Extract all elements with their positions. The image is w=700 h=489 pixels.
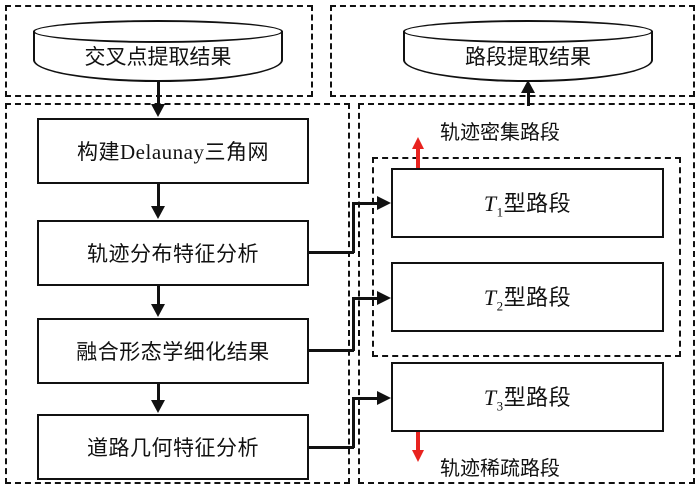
connector-morph-to-t2-h2 [352, 297, 380, 300]
process-label: 融合形态学细化结果 [76, 340, 270, 364]
cylinder-intersection-result[interactable]: 交叉点提取结果 [33, 20, 283, 82]
process-label: 构建Delaunay三角网 [77, 140, 269, 164]
process-box-t3-segment[interactable]: T3型路段 [391, 362, 664, 432]
connector-right-to-segment-line [527, 90, 530, 106]
cylinder-top-ellipse [403, 20, 653, 43]
group-dense-segments [372, 157, 681, 357]
t-symbol: T [483, 190, 497, 216]
cylinder-label: 交叉点提取结果 [84, 45, 232, 69]
connector-traj-to-t1-arrow [377, 196, 391, 210]
connector-geom-to-t3-h2 [352, 397, 380, 400]
process-label: 道路几何特征分析 [87, 436, 259, 460]
connector-right-to-segment-arrow [521, 80, 535, 93]
connector-delaunay-to-traj-line [157, 184, 160, 208]
connector-morph-to-t2-v [352, 297, 355, 351]
connector-delaunay-to-traj-arrow [151, 206, 165, 219]
t-subscript: 1 [496, 204, 504, 220]
process-box-build-delaunay[interactable]: 构建Delaunay三角网 [37, 118, 309, 184]
connector-traj-to-morph-arrow [151, 304, 165, 317]
cylinder-top-ellipse [33, 20, 283, 43]
process-box-road-geometry[interactable]: 道路几何特征分析 [37, 414, 309, 480]
connector-morph-to-geom-line [157, 384, 160, 402]
t-symbol: T [483, 284, 497, 310]
connector-geom-to-t3-arrow [377, 391, 391, 405]
connector-traj-to-t1-h2 [352, 202, 380, 205]
t-suffix: 型路段 [503, 384, 572, 410]
connector-source-to-delaunay-line [157, 82, 160, 107]
process-label: 轨迹分布特征分析 [87, 242, 259, 266]
connector-morph-to-t2-h1 [309, 349, 354, 352]
red-down-arrow-head-icon [412, 450, 424, 462]
process-box-trajectory-distribution[interactable]: 轨迹分布特征分析 [37, 220, 309, 286]
red-down-arrow-stem [416, 432, 420, 452]
group-left-pipeline [5, 103, 350, 484]
cylinder-segment-result[interactable]: 路段提取结果 [403, 20, 653, 82]
group-right-pipeline [358, 103, 695, 484]
connector-traj-to-t1-v [352, 202, 355, 253]
connector-traj-to-morph-line [157, 286, 160, 306]
red-up-arrow-stem [416, 148, 420, 168]
label-dense-segments: 轨迹密集路段 [440, 122, 560, 144]
process-box-t2-segment[interactable]: T2型路段 [391, 262, 664, 332]
connector-traj-to-t1-h1 [309, 251, 354, 254]
connector-morph-to-geom-arrow [151, 400, 165, 413]
process-box-morphology-fusion[interactable]: 融合形态学细化结果 [37, 318, 309, 384]
label-sparse-segments: 轨迹稀疏路段 [440, 458, 560, 480]
red-up-arrow-head-icon [412, 137, 424, 149]
t2-label: T2型路段 [484, 280, 571, 314]
t-suffix: 型路段 [503, 284, 572, 310]
connector-geom-to-t3-h1 [309, 446, 354, 449]
t-suffix: 型路段 [503, 190, 572, 216]
t-symbol: T [483, 384, 497, 410]
group-segment-source [330, 5, 695, 97]
t3-label: T3型路段 [484, 380, 571, 414]
cylinder-label: 路段提取结果 [465, 45, 591, 69]
connector-geom-to-t3-v [352, 397, 355, 448]
t1-label: T1型路段 [484, 186, 571, 220]
connector-morph-to-t2-arrow [377, 291, 391, 305]
t-subscript: 3 [496, 398, 504, 414]
connector-source-to-delaunay-arrow [151, 104, 165, 117]
t-subscript: 2 [496, 298, 504, 314]
process-box-t1-segment[interactable]: T1型路段 [391, 168, 664, 238]
